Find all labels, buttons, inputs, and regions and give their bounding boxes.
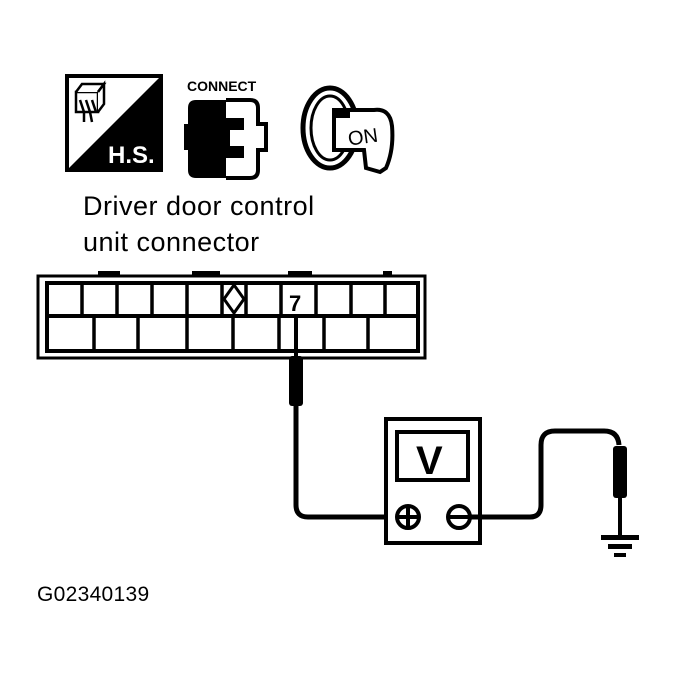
voltmeter: V — [384, 417, 482, 545]
negative-probe — [468, 428, 627, 537]
connector-bottom-row — [92, 316, 370, 351]
positive-probe — [289, 316, 396, 520]
hs-icon: H.S. — [65, 74, 163, 172]
connector-key-diamond — [222, 282, 246, 316]
connector-top-row — [80, 283, 387, 316]
terminal-7-label: 7 — [289, 291, 301, 316]
negative-terminal-icon — [446, 504, 472, 530]
connector — [36, 271, 427, 360]
voltmeter-display: V — [416, 439, 443, 483]
connect-icon-label: CONNECT — [187, 78, 257, 94]
figure-id: G02340139 — [37, 583, 150, 606]
ignition-key-icon: ON — [300, 85, 395, 175]
connector-label-line2: unit connector — [83, 227, 260, 257]
ground-icon — [601, 535, 639, 557]
ignition-icon-label: ON — [347, 125, 380, 151]
hs-icon-label: H.S. — [108, 142, 155, 169]
connector-label: Driver door control unit connector — [83, 188, 315, 260]
positive-terminal-icon — [395, 504, 421, 530]
connector-label-line1: Driver door control — [83, 191, 315, 221]
connect-icon: CONNECT — [184, 78, 268, 180]
